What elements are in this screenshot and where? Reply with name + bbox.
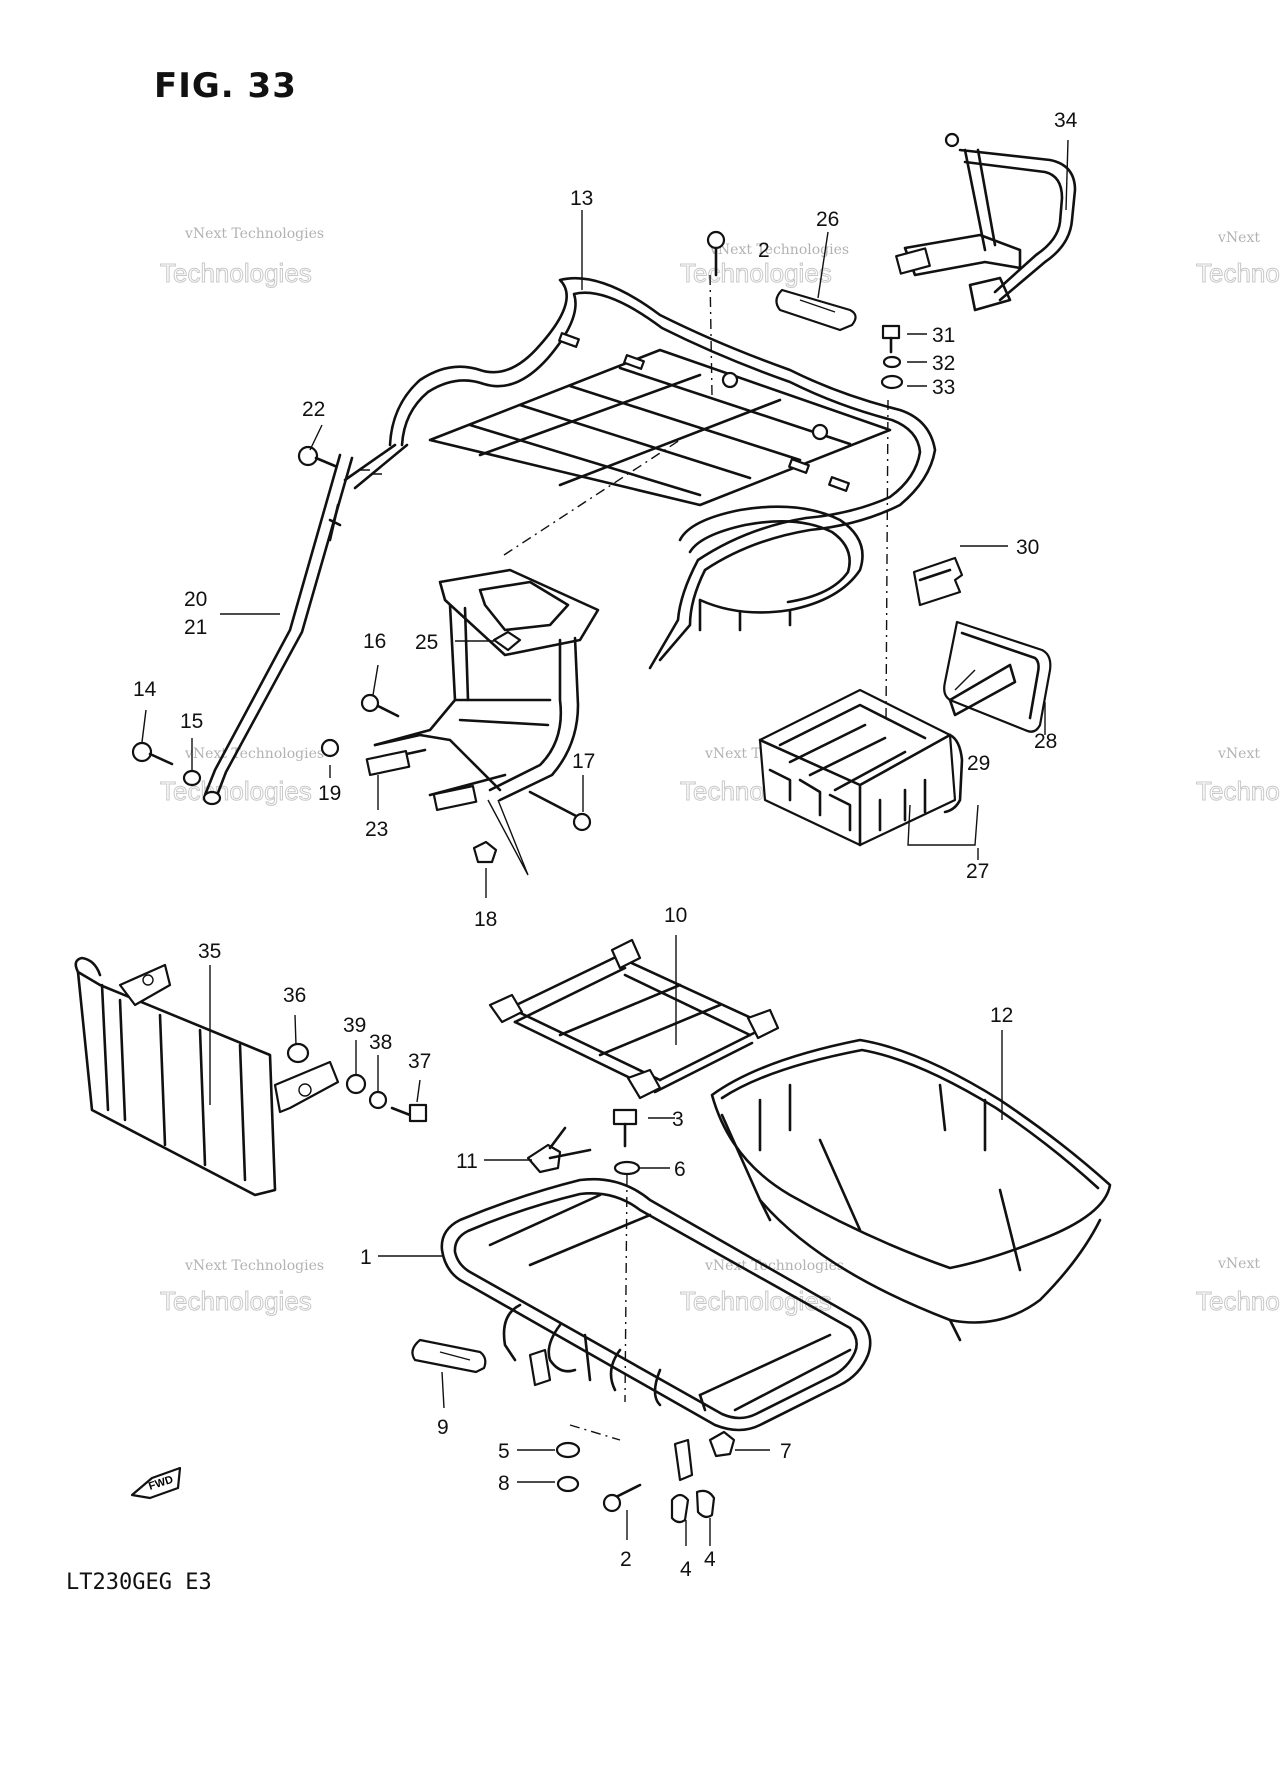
front-guard-35 xyxy=(74,956,340,1197)
watermark-logo: Technologies xyxy=(1196,776,1280,806)
decal-26 xyxy=(775,288,857,332)
watermark-logo: Technologies xyxy=(680,258,832,288)
fwd-arrow-icon: FWD xyxy=(130,1466,182,1500)
watermark-text: vNext Technologies xyxy=(184,226,324,242)
fasteners-front xyxy=(286,1042,428,1123)
callout-9: 9 xyxy=(437,1416,449,1439)
watermark-logo: Technologies xyxy=(160,258,312,288)
rear-carrier-13 xyxy=(343,276,937,670)
watermark-text: vNext Technologies xyxy=(184,1258,324,1274)
tray-12 xyxy=(710,1038,1112,1342)
callout-38: 38 xyxy=(369,1031,392,1054)
callout-17: 17 xyxy=(572,750,595,773)
callout-31: 31 xyxy=(932,324,955,347)
callout-7: 7 xyxy=(780,1440,792,1463)
watermark-group: vNext Technologies Technologies vNext Te… xyxy=(160,226,1280,1317)
clip-30 xyxy=(912,556,964,607)
front-carrier-1 xyxy=(440,1177,872,1432)
reference-lines xyxy=(487,274,889,1441)
callout-12: 12 xyxy=(990,1004,1013,1027)
watermark-text: vNext xyxy=(1217,746,1260,762)
callout-22: 22 xyxy=(302,398,325,421)
callout-25: 25 xyxy=(415,631,438,654)
leader-lines xyxy=(141,139,1069,1546)
watermark-text: vNext Technologies xyxy=(184,746,324,762)
watermark-logo: Technologies xyxy=(160,1286,312,1316)
fasteners-upper xyxy=(131,230,904,864)
callout-27: 27 xyxy=(966,860,989,883)
rear-guard-34 xyxy=(895,132,1077,312)
callout-26: 26 xyxy=(816,208,839,231)
callout-20: 20 xyxy=(184,588,207,611)
callout-36: 36 xyxy=(283,984,306,1007)
callout-2: 2 xyxy=(758,239,770,262)
callout-2b: 2 xyxy=(620,1548,632,1571)
callout-11: 11 xyxy=(456,1150,478,1173)
callout-8: 8 xyxy=(498,1472,510,1495)
callout-13: 13 xyxy=(570,187,593,210)
watermark-logo: Technologies xyxy=(1196,258,1280,288)
callout-5: 5 xyxy=(498,1440,510,1463)
subframe-10 xyxy=(488,938,780,1100)
decal-9 xyxy=(411,1338,487,1374)
callout-29: 29 xyxy=(967,752,990,775)
callout-37: 37 xyxy=(408,1050,431,1073)
callout-10: 10 xyxy=(664,904,687,927)
watermark-text: vNext Technologies xyxy=(709,242,849,258)
callout-1: 1 xyxy=(360,1246,372,1269)
callout-21: 21 xyxy=(184,616,207,639)
model-code: LT230GEG E3 xyxy=(66,1570,212,1595)
callout-39: 39 xyxy=(343,1014,366,1037)
callout-15: 15 xyxy=(180,710,203,733)
callout-28: 28 xyxy=(1034,730,1057,753)
callout-35: 35 xyxy=(198,940,221,963)
callout-16: 16 xyxy=(363,630,386,653)
callout-33: 33 xyxy=(932,376,955,399)
callout-3: 3 xyxy=(672,1108,684,1131)
callout-23: 23 xyxy=(365,818,388,841)
callout-32: 32 xyxy=(932,352,955,375)
callout-4b: 4 xyxy=(704,1548,716,1571)
callout-30: 30 xyxy=(1016,536,1039,559)
fasteners-lower xyxy=(555,1108,736,1524)
callout-18: 18 xyxy=(474,908,497,931)
stay-rod-20-21 xyxy=(202,453,354,806)
watermark-text: vNext xyxy=(1217,1256,1260,1272)
bracket-23 xyxy=(365,568,600,812)
callout-6: 6 xyxy=(674,1158,686,1181)
callout-4a: 4 xyxy=(680,1558,692,1581)
callout-14: 14 xyxy=(133,678,157,701)
callout-labels: 13 34 26 2 22 31 32 33 20 21 25 16 30 14… xyxy=(133,109,1078,1581)
watermark-text: vNext xyxy=(1217,230,1260,246)
watermark-text: vNext Technologies xyxy=(704,1258,844,1274)
watermark-logo: Technologies xyxy=(1196,1286,1280,1316)
callout-34: 34 xyxy=(1054,109,1078,132)
figure-title: FIG. 33 xyxy=(154,66,297,106)
toolbox-27 xyxy=(758,620,1052,847)
clamp-11 xyxy=(526,1126,592,1174)
watermark-logo: Technologies xyxy=(160,776,312,806)
callout-19: 19 xyxy=(318,782,341,805)
